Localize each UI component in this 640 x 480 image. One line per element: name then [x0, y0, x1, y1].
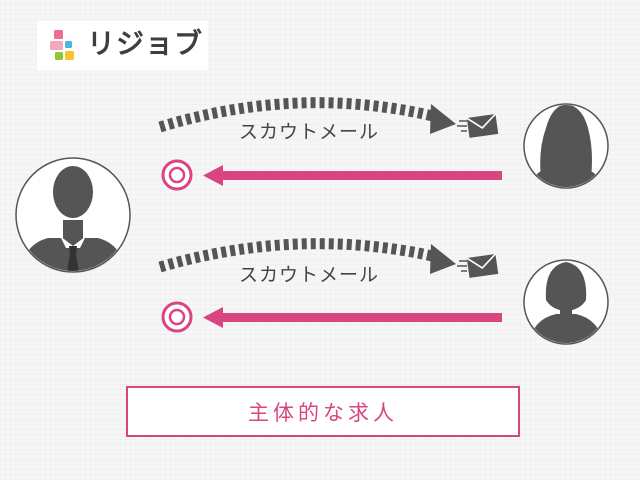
logo-text: リジョブ	[87, 27, 204, 60]
response-arrow-2	[203, 307, 502, 328]
envelope-icon	[457, 113, 499, 138]
jobseeker-female-icon	[523, 103, 609, 189]
scout-mail-label: スカウトメール	[239, 121, 380, 143]
response-arrow-1	[203, 165, 502, 186]
scout-arrow-1	[158, 97, 456, 134]
scout-arrow-2	[158, 238, 456, 274]
job-type-box: 主体的な求人	[126, 386, 520, 437]
double-circle-icon	[161, 301, 193, 333]
jobseeker-short-hair-icon	[523, 259, 609, 345]
double-circle-icon	[161, 159, 193, 191]
job-type-label: 主体的な求人	[248, 400, 398, 425]
envelope-icon	[457, 253, 499, 278]
company-person-icon	[15, 157, 131, 273]
logo: リジョブ	[37, 21, 208, 70]
colored-blocks-logo-icon	[50, 30, 74, 60]
scout-mail-label: スカウトメール	[239, 264, 380, 286]
